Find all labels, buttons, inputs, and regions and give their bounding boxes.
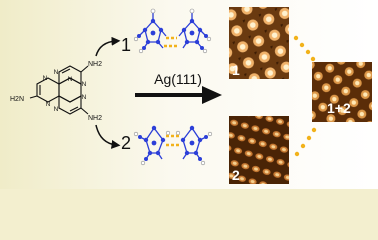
stm-panel-1-label: 1 [232, 62, 240, 78]
dotted-connector-top [293, 35, 316, 62]
atom-n: N [43, 75, 48, 82]
dimer-1-illustration [133, 8, 212, 54]
atom-n: N [46, 101, 51, 108]
substrate-label: Ag(111) [154, 71, 202, 87]
amine-bottom: NH2 [88, 115, 102, 122]
atom-n: N [54, 69, 59, 76]
amine-left: H2N [10, 96, 24, 103]
stm-panel-1: 1 [229, 7, 289, 79]
stm-panel-2-label: 2 [232, 167, 240, 183]
scheme-svg: N N N N N N N NH2 H2N NH2 1 2 Ag(111) [10, 7, 372, 184]
nitrogen-labels: N N N N N N N [43, 69, 87, 113]
pathway-label-1: 1 [121, 35, 131, 55]
molecule-structure [29, 65, 89, 115]
pathway-arrow-1 [95, 36, 121, 57]
amine-groups: NH2 H2N NH2 [10, 61, 102, 122]
stm-panel-mixed: 1+2 [312, 62, 372, 122]
atom-n: N [82, 81, 87, 88]
reaction-arrowhead [202, 86, 222, 104]
atom-n: N [82, 94, 87, 101]
dotted-connector-bottom [294, 127, 317, 157]
reaction-scheme: N N N N N N N NH2 H2N NH2 1 2 Ag(111) [0, 0, 378, 189]
atom-n: N [68, 76, 73, 83]
dimer-2-illustration [133, 125, 213, 166]
amine-top: NH2 [88, 61, 102, 68]
stm-panel-2: 2 [229, 116, 289, 184]
stm-panel-mixed-label: 1+2 [327, 100, 351, 116]
atom-n: N [54, 106, 59, 113]
pathway-label-2: 2 [121, 133, 131, 153]
pathway-arrow-2 [95, 124, 121, 149]
